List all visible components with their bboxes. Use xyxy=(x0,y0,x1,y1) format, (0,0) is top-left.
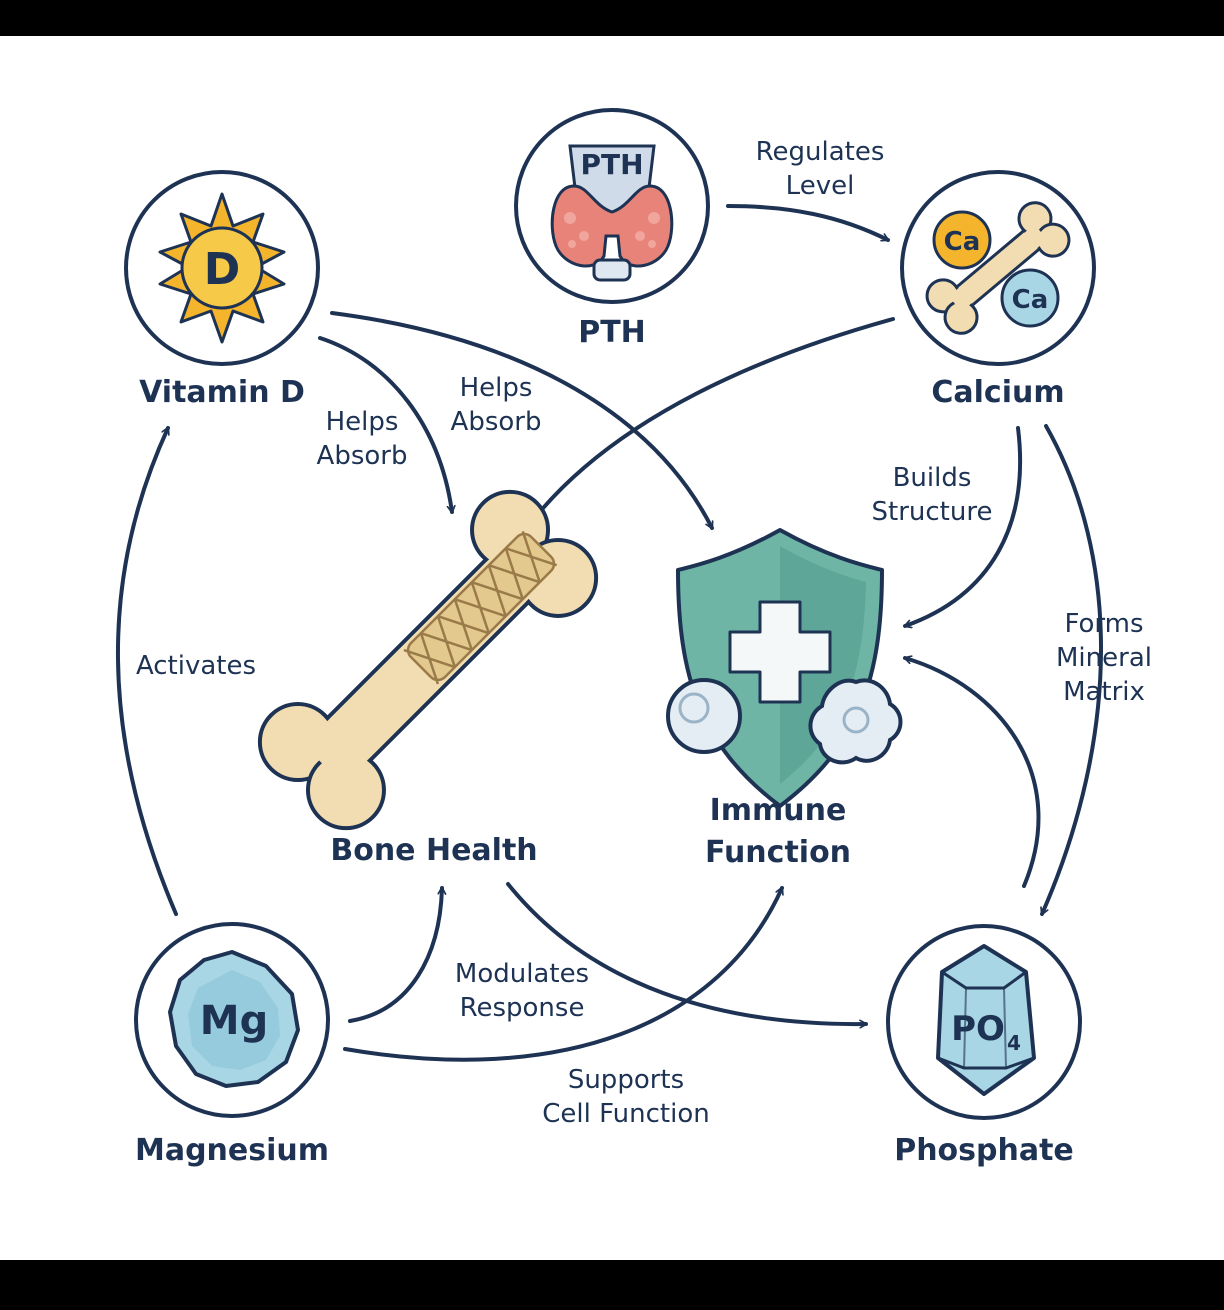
pth-title: PTH xyxy=(578,315,646,350)
edge-label-line: Absorb xyxy=(451,407,542,437)
edge-label-line: Cell Function xyxy=(542,1099,709,1129)
edge-label-line: Level xyxy=(786,171,855,201)
arrow-pth-to-calcium xyxy=(726,204,890,242)
diagram-svg: PTH PTH D Vitamin D Ca Ca xyxy=(115,108,1152,1168)
immune-cell-icon-2 xyxy=(808,678,903,765)
arrow-vitamind-to-bone xyxy=(318,336,452,514)
edge-label-magnesium-bone: Modulates Response xyxy=(455,959,589,1023)
bone-with-calcium-icon: Ca Ca xyxy=(925,201,1071,335)
edge-label-magnesium-immune: Supports Cell Function xyxy=(542,1065,709,1129)
calcium-node: Ca Ca Calcium xyxy=(900,170,1096,410)
edge-label-line: Modulates xyxy=(455,959,589,989)
phosphate-title: Phosphate xyxy=(894,1133,1074,1168)
arrow-magnesium-to-immune xyxy=(343,886,784,1062)
bone-health-node: Bone Health xyxy=(257,489,599,868)
edge-label-line: Helps xyxy=(326,407,399,437)
arrow-calcium-to-phosphate xyxy=(1040,424,1103,916)
calcium-symbol-b: Ca xyxy=(1012,285,1049,315)
mineral-gem-icon: Mg xyxy=(168,950,300,1088)
edge-label-line: Regulates xyxy=(756,137,885,167)
arrow-calcium-to-immune xyxy=(903,426,1023,626)
edge-label-line: Forms xyxy=(1064,609,1143,639)
arrow-magnesium-to-bone xyxy=(348,886,442,1023)
magnesium-title: Magnesium xyxy=(135,1133,329,1168)
arrow-calcium-to-bone xyxy=(536,317,895,516)
sun-icon: D xyxy=(158,192,286,344)
phosphate-subscript: 4 xyxy=(1007,1031,1021,1055)
bone-health-title: Bone Health xyxy=(330,833,537,868)
pth-symbol: PTH xyxy=(580,148,643,181)
vitamin-d-symbol: D xyxy=(204,244,241,295)
phosphate-node: PO 4 Phosphate xyxy=(886,924,1082,1168)
magnesium-symbol: Mg xyxy=(200,998,268,1044)
edge-label-line: Activates xyxy=(136,651,256,681)
edge-label-calcium-phosphate: Forms Mineral Matrix xyxy=(1056,609,1152,707)
edge-label-line: Absorb xyxy=(317,441,408,471)
diagram-canvas: PTH PTH D Vitamin D Ca Ca xyxy=(0,36,1224,1260)
crystal-icon: PO 4 xyxy=(936,944,1036,1096)
vitamin-d-title: Vitamin D xyxy=(139,375,305,410)
arrow-phosphate-to-immune xyxy=(903,658,1041,888)
edge-label-pth-calcium: Regulates Level xyxy=(756,137,885,201)
edge-label-line: Helps xyxy=(460,373,533,403)
phosphate-symbol: PO xyxy=(951,1009,1005,1049)
arrow-bone-to-phosphate xyxy=(506,882,868,1024)
edge-label-vitd-immune: Helps Absorb xyxy=(451,373,542,437)
arrow-vitamind-to-immune xyxy=(330,311,714,530)
calcium-symbol-a: Ca xyxy=(944,227,981,257)
edge-label-calcium-immune: Builds Structure xyxy=(872,463,993,527)
edge-label-vitd-bone: Helps Absorb xyxy=(317,407,408,471)
vitamin-d-node: D Vitamin D xyxy=(124,170,320,410)
edge-label-magnesium-vitd: Activates xyxy=(136,651,256,681)
edge-label-line: Structure xyxy=(872,497,993,527)
thyroid-gland-icon: PTH xyxy=(550,144,674,282)
bone-icon xyxy=(257,489,599,831)
edge-label-line: Mineral xyxy=(1056,643,1152,673)
edge-label-line: Builds xyxy=(893,463,972,493)
immune-title-line2: Function xyxy=(705,835,851,870)
edge-label-line: Response xyxy=(460,993,585,1023)
pth-node: PTH PTH xyxy=(514,108,710,350)
calcium-title: Calcium xyxy=(931,375,1064,410)
shield-cross-icon xyxy=(666,528,903,808)
immune-node: Immune Function xyxy=(666,528,903,870)
arrow-magnesium-to-vitamind xyxy=(115,426,178,916)
edge-label-line: Supports xyxy=(568,1065,684,1095)
immune-title-line1: Immune xyxy=(710,793,847,828)
edge-label-line: Matrix xyxy=(1063,677,1145,707)
magnesium-node: Mg Magnesium xyxy=(134,922,330,1168)
